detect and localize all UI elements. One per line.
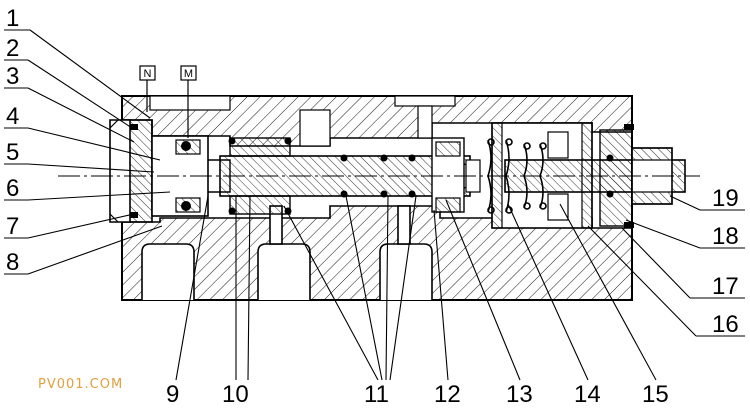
- bottom-ports: [141, 205, 433, 300]
- part-number-13: 13: [506, 381, 533, 408]
- part-numbers-bottom: 9 10 11 12 13 14 15: [166, 381, 669, 408]
- watermark: PV001.COM: [38, 377, 123, 392]
- part-number-2: 2: [6, 35, 19, 62]
- part-number-10: 10: [222, 381, 249, 408]
- part-number-8: 8: [6, 249, 19, 276]
- part-number-15: 15: [642, 381, 669, 408]
- part-number-12: 12: [434, 381, 461, 408]
- part-number-1: 1: [6, 5, 19, 32]
- part-number-4: 4: [6, 103, 19, 130]
- part-number-18: 18: [712, 223, 739, 250]
- part-numbers-right: 19 18 17 16: [712, 185, 739, 338]
- part-number-5: 5: [6, 139, 19, 166]
- port-label-n: N: [144, 68, 152, 80]
- part-number-16: 16: [712, 311, 739, 338]
- part-number-9: 9: [166, 381, 179, 408]
- port-label-m: M: [184, 68, 193, 80]
- leader-lines: [4, 29, 745, 381]
- part-number-6: 6: [6, 175, 19, 202]
- top-passages: [149, 95, 456, 147]
- port-markers: N M: [139, 65, 197, 138]
- part-number-3: 3: [6, 63, 19, 90]
- part-number-7: 7: [6, 213, 19, 240]
- seal-sleeve: [431, 137, 465, 213]
- seal-rings: [228, 137, 416, 215]
- part-number-14: 14: [574, 381, 601, 408]
- part-number-19: 19: [712, 185, 739, 212]
- part-number-17: 17: [712, 273, 739, 300]
- part-numbers-left: 1 2 3 4 5 6 7 8: [6, 5, 19, 276]
- part-number-11: 11: [364, 381, 389, 408]
